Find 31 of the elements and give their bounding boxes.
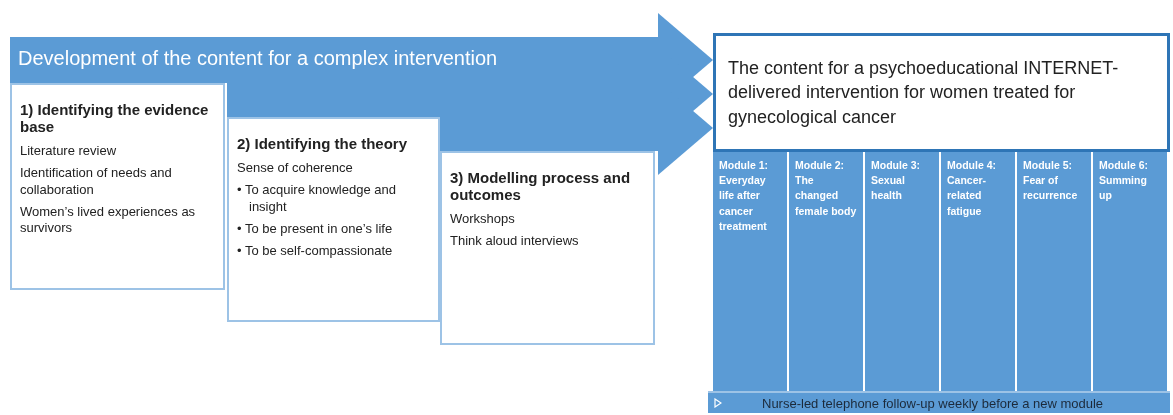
stage-box: [10, 83, 225, 290]
stage-item: Think aloud interviews: [450, 233, 580, 250]
stage-heading: 3) Modelling process and outcomes: [450, 169, 632, 203]
module-title: Module 5: Fear of recurrence: [1023, 158, 1079, 204]
stage-item: Women’s lived experiences as survivors: [20, 203, 197, 237]
module-title: Module 2: The changed female body: [795, 158, 857, 219]
stage-item: Workshops: [450, 211, 516, 228]
stage-heading: 1) Identifying the evidence base: [20, 101, 210, 135]
outcome-text: The content for a psychoeducational INTERNET-delivered intervention for women treated for gynecological cancer: [728, 57, 1120, 129]
module-title: Module 4: Cancer-related fatigue: [947, 158, 997, 219]
module-column: [940, 152, 1016, 391]
bullet-item: • To be self-compassionate: [237, 243, 394, 260]
module-title: Module 3: Sexual health: [871, 158, 921, 204]
stage-box: [227, 117, 440, 322]
bullet-item: • To be present in one’s life: [237, 220, 394, 237]
stage-item: Identification of needs and collaboration: [20, 165, 173, 198]
module-column: [1016, 152, 1092, 391]
module-column: [1092, 152, 1168, 391]
module-column: [864, 152, 940, 391]
outcome-box: [713, 33, 1170, 152]
module-column: [712, 152, 788, 391]
bullet-item: • To acquire knowledge and insight: [237, 182, 397, 215]
module-title: Module 1: Everyday life after cancer treatment: [719, 158, 769, 234]
follow-up-banner: [708, 391, 1170, 413]
stage-box: [440, 151, 655, 345]
banner-text: Nurse-led telephone follow-up weekly before a new module: [762, 395, 1104, 411]
stage-heading: 2) Identifying the theory: [237, 135, 408, 152]
stage-item: Sense of coherence: [237, 160, 354, 177]
module-column: [788, 152, 864, 391]
module-title: Module 6: Summing up: [1099, 158, 1149, 204]
stage-item: Literature review: [20, 143, 118, 160]
